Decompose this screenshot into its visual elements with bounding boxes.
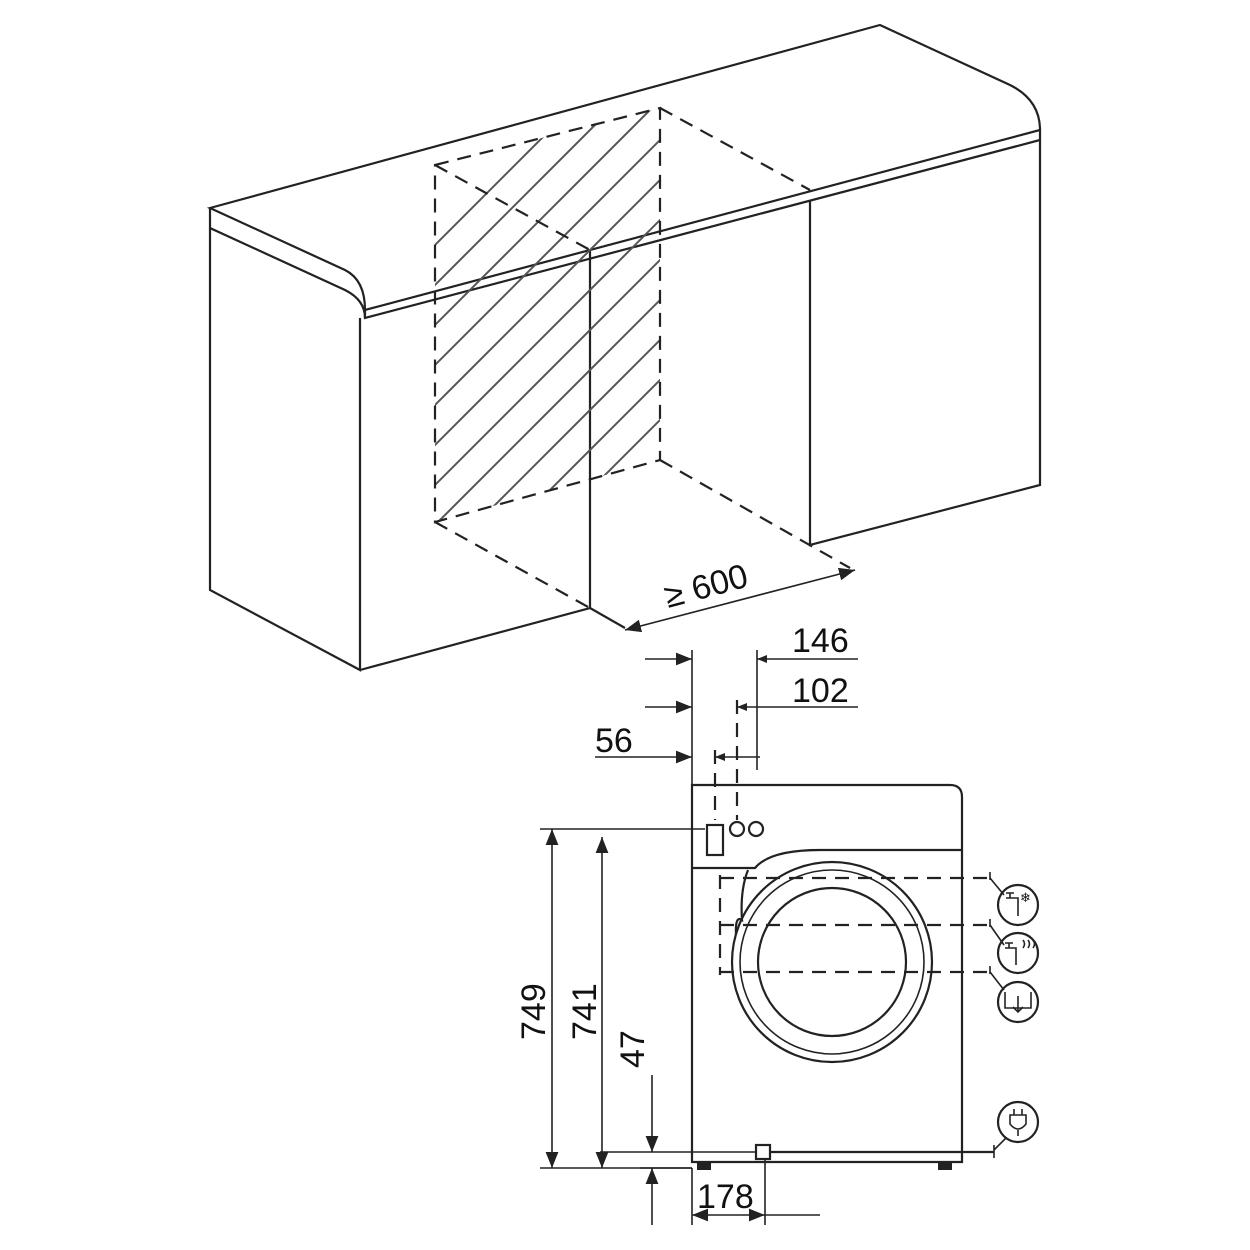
dimension-47: 47 — [614, 1030, 652, 1068]
hot-water-tap-icon — [996, 931, 1040, 975]
machine-connections — [705, 820, 994, 1161]
worktop — [206, 23, 1042, 312]
kitchen-counter — [206, 23, 1042, 672]
drain-icon — [996, 980, 1040, 1024]
dimension-741: 741 — [566, 983, 604, 1040]
dimension-178: 178 — [697, 1178, 754, 1216]
cold-water-tap-icon: ❄ — [996, 883, 1040, 927]
niche-back-wall — [433, 106, 851, 609]
dimension-56: 56 — [595, 722, 633, 760]
dimension-102: 102 — [792, 672, 849, 710]
dimension-146: 146 — [792, 622, 849, 660]
left-dimension-lines — [540, 828, 756, 1225]
niche-width-label: ≥ 600 — [660, 557, 752, 616]
power-plug-icon — [996, 1100, 1040, 1144]
svg-text:❄: ❄ — [1020, 890, 1031, 905]
niche-width-dimension: ≥ 600 — [624, 557, 856, 633]
right-cabinet — [808, 140, 1042, 547]
left-cabinet — [208, 228, 362, 672]
washing-machine-outline — [690, 783, 964, 1170]
connection-leaders — [718, 872, 1007, 1158]
drum-door — [730, 860, 934, 1064]
bottom-dimension-lines — [691, 1160, 820, 1225]
dimension-749: 749 — [515, 983, 553, 1040]
top-dimension-lines — [595, 650, 858, 820]
